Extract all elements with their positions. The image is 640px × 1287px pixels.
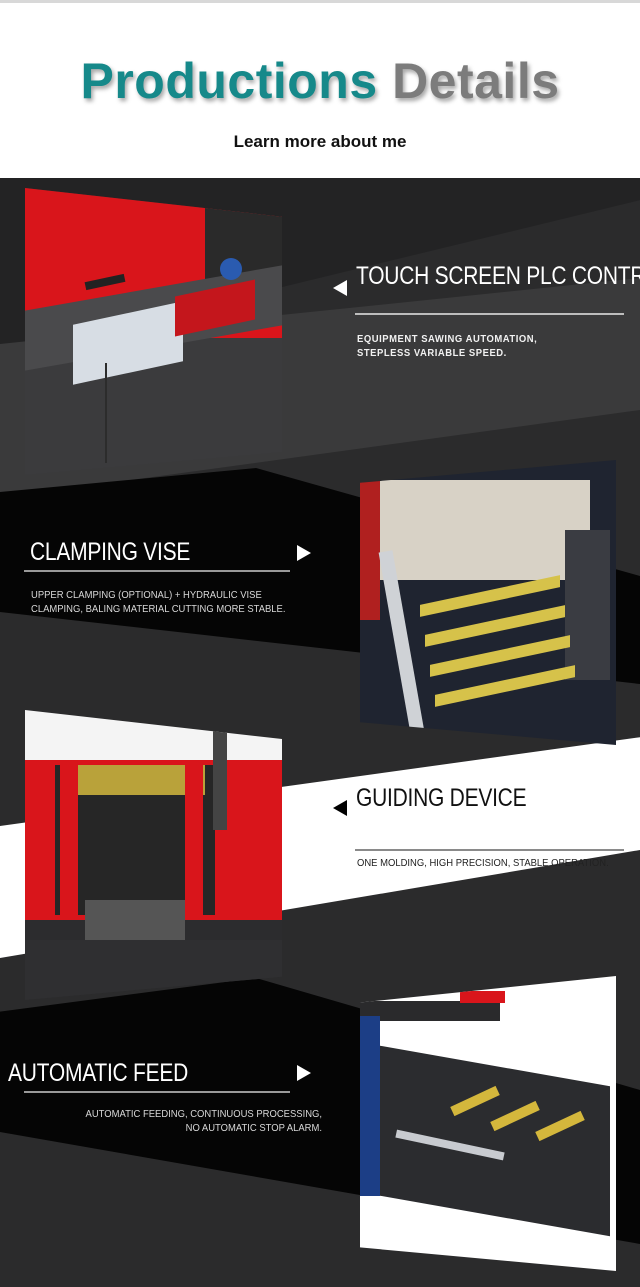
page-subtitle: Learn more about me	[233, 132, 407, 151]
triangle-left-icon	[333, 800, 347, 816]
product-photo-control-panel	[25, 188, 282, 475]
feature-heading: CLAMPING VISE	[30, 538, 191, 566]
feature-description: AUTOMATIC FEEDING, CONTINUOUS PROCESSING…	[32, 1107, 322, 1135]
product-photo-automatic-feed	[360, 976, 616, 1271]
feature-description: ONE MOLDING, HIGH PRECISION, STABLE OPER…	[357, 856, 609, 870]
features-section: TOUCH SCREEN PLC CONTROL EQUIPMENT SAWIN…	[0, 178, 640, 1287]
title-part-2: Details	[392, 53, 560, 109]
title-part-1: Productions	[80, 53, 378, 109]
feature-heading: AUTOMATIC FEED	[8, 1059, 189, 1087]
product-photo-guiding-device	[25, 710, 282, 1000]
product-photo-clamping-vise	[360, 460, 616, 745]
description-line: CLAMPING, BALING MATERIAL CUTTING MORE S…	[31, 603, 286, 615]
description-line: UPPER CLAMPING (OPTIONAL) + HYDRAULIC VI…	[31, 589, 262, 601]
triangle-right-icon	[297, 1065, 311, 1081]
triangle-right-icon	[297, 545, 311, 561]
feature-description: EQUIPMENT SAWING AUTOMATION, STEPLESS VAR…	[357, 332, 537, 360]
divider	[24, 570, 290, 572]
divider	[24, 1091, 290, 1093]
description-line: STEPLESS VARIABLE SPEED.	[357, 347, 507, 359]
divider	[355, 313, 624, 315]
page-title: Productions Details	[0, 52, 640, 110]
description-line: EQUIPMENT SAWING AUTOMATION,	[357, 333, 538, 345]
header: Productions Details Learn more about me	[0, 0, 640, 178]
feature-heading: GUIDING DEVICE	[356, 784, 527, 812]
divider	[355, 849, 624, 851]
description-line: NO AUTOMATIC STOP ALARM.	[185, 1122, 322, 1134]
description-line: AUTOMATIC FEEDING, CONTINUOUS PROCESSING…	[85, 1108, 322, 1120]
description-line: ONE MOLDING, HIGH PRECISION, STABLE OPER…	[357, 857, 609, 869]
feature-heading: TOUCH SCREEN PLC CONTROL	[356, 262, 640, 290]
divider	[0, 0, 640, 3]
triangle-left-icon	[333, 280, 347, 296]
feature-description: UPPER CLAMPING (OPTIONAL) + HYDRAULIC VI…	[31, 588, 286, 616]
